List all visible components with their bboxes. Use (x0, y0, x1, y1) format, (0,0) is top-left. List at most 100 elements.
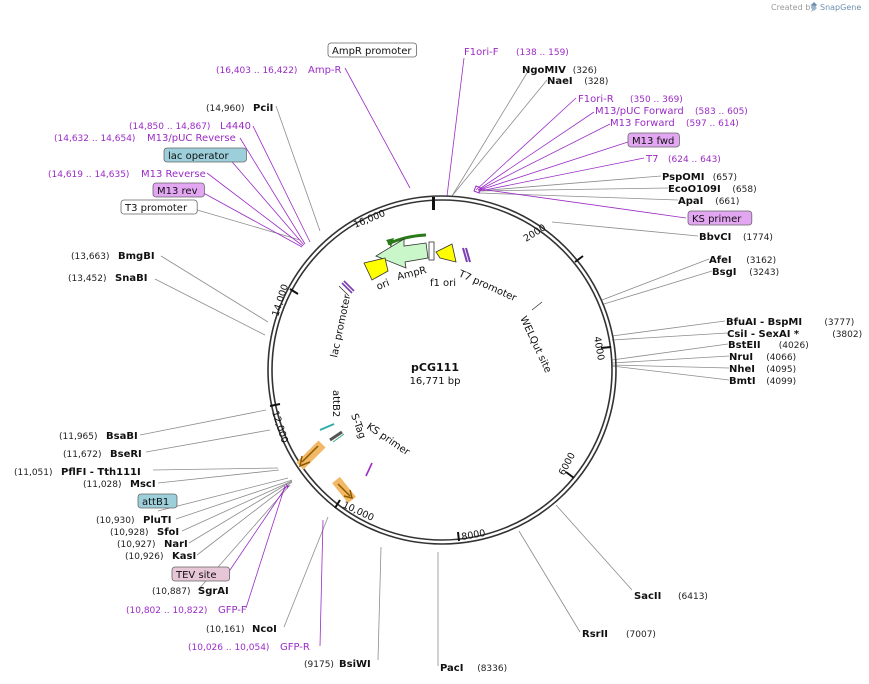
label-sfoi: SfoI(10,928) (110, 527, 179, 538)
tick-6000: 6000 (557, 451, 578, 478)
label-l4440: L4440 (14,850 .. 14,867) (129, 121, 251, 132)
bsabi-name: BsaBI (106, 431, 138, 442)
label-msci: MscI(11,028) (83, 479, 156, 490)
plasmid-size: 16,771 bp (410, 376, 461, 387)
label-gfp-r: GFP-R (10,026 .. 10,054) (188, 642, 310, 653)
label-bfuai: BfuAI - BspMI (3777) (726, 317, 854, 328)
label-t3-promoter: T3 promoter (120, 199, 198, 215)
attb1-name: attB1 (142, 497, 169, 508)
label-nael: NaeI(328) (547, 76, 608, 87)
bsteii-position: (4026) (779, 341, 809, 351)
label-rsrii: RsrII (7007) (582, 629, 656, 640)
label-bsabi: BsaBI (11,965) (59, 431, 138, 442)
label-amp-r: Amp-R (16,403 .. 16,422) (216, 65, 342, 76)
label-nrui: NruI(4066) (729, 352, 796, 363)
nrui-name: NruI (729, 352, 753, 363)
bmgbi-position: (13,663) (71, 252, 110, 262)
bfuai-position: (3777) (824, 318, 854, 328)
csii-name: CsiI - SexAI * (727, 329, 800, 340)
m13-forward-name: M13 Forward (610, 118, 675, 129)
csii-position: (3802) (832, 330, 862, 340)
amp-r-position: (16,403 .. 16,422) (216, 66, 297, 76)
t3-promoter-box (120, 199, 198, 215)
label-bsgi: BsgI(3243) (712, 267, 779, 278)
m13-rev-name: M13 rev (157, 186, 198, 197)
label-bsiwi: BsiWI(9175) (304, 659, 371, 670)
leader-ngomiv (451, 67, 531, 197)
label-sgrai: SgrAI(10,887) (152, 586, 229, 597)
label-f1ori-f: F1ori-F (138 .. 159) (464, 47, 569, 58)
label-t7-promoter: T7 promoter (456, 268, 519, 304)
bseri-position: (11,672) (63, 450, 102, 460)
bsabi-position: (11,965) (59, 432, 98, 442)
pspomi-position: (657) (713, 173, 737, 183)
tick-4000: 4000 (591, 336, 606, 362)
label-paci: PacI(8336) (440, 663, 507, 674)
label-m13-puc-reverse: M13/pUC Reverse(14,632 .. 14,654) (54, 133, 236, 144)
bmti-name: BmtI (729, 376, 756, 387)
pflfi-position: (11,051) (14, 468, 53, 478)
ori-arrow (363, 257, 389, 281)
ngomiv-position: (326) (573, 66, 597, 76)
kasi-position: (10,926) (125, 552, 164, 562)
label-pflfi: PflFI - Tth111I (11,051) (14, 467, 141, 478)
bsgi-position: (3243) (749, 268, 779, 278)
bsiwi-position: (9175) (304, 660, 334, 670)
ruler-ticks (269, 198, 612, 542)
ampr-promoter-box (327, 42, 417, 58)
pflfi-name: PflFI - Tth111I (61, 467, 141, 478)
snabi-name: SnaBI (115, 273, 147, 284)
rsrii-position: (7007) (626, 630, 656, 640)
ncoi-position: (10,161) (206, 625, 245, 635)
label-lac-promoter: lac promoter (329, 293, 353, 359)
apai-position: (661) (715, 197, 739, 207)
m13-fwd-name: M13 fwd (632, 136, 674, 147)
lac-operator-box (163, 147, 247, 163)
nari-position: (10,927) (117, 540, 156, 550)
label-eco0109i: EcoO109I(658) (668, 184, 757, 195)
l4440-position: (14,850 .. 14,867) (129, 122, 210, 132)
label-pluti: PluTI(10,930) (96, 515, 171, 526)
bfuai-name: BfuAI - BspMI (726, 317, 802, 328)
ks-primer-name: KS primer (692, 214, 742, 225)
ampr-promoter-name: AmpR promoter (332, 46, 412, 57)
tev-site-box (171, 566, 230, 582)
nael-name: NaeI (547, 76, 573, 87)
rsrii-name: RsrII (582, 629, 608, 640)
f1ori-f-position: (138 .. 159) (516, 48, 569, 58)
m13-fwd-box (627, 132, 680, 148)
afei-name: AfeI (709, 255, 732, 266)
eco0109i-position: (658) (732, 185, 756, 195)
amp-r-name: Amp-R (308, 65, 342, 76)
t7-position: (624 .. 643) (668, 155, 721, 165)
f1ori-f-name: F1ori-F (464, 47, 499, 58)
label-ampr: AmpR (396, 265, 428, 283)
bmti-position: (4099) (766, 377, 796, 387)
leader-apai (478, 192, 679, 201)
credit-prefix: Created by (771, 3, 815, 12)
pcii-name: PciI (253, 103, 273, 114)
tick-14000: 14,000 (270, 283, 291, 318)
ks-primer-box (687, 210, 753, 226)
bseri-name: BseRI (110, 449, 142, 460)
nari-name: NarI (164, 539, 188, 550)
tick-12000: 12,000 (269, 410, 290, 445)
label-attb2: attB2 (330, 390, 341, 417)
sgrai-name: SgrAI (198, 586, 229, 597)
leader-amp-r (344, 67, 411, 189)
bbvci-position: (1774) (743, 233, 773, 243)
sfoi-position: (10,928) (110, 528, 149, 538)
gfp-r-name: GFP-R (280, 642, 310, 653)
l4440-name: L4440 (220, 121, 251, 132)
sacii-position: (6413) (678, 592, 708, 602)
f1ori-r-position: (350 .. 369) (630, 95, 683, 105)
ruler-tick-labels: 2000 4000 6000 8000 10,000 12,000 14,000… (269, 208, 606, 543)
f1ori-r-name: F1ori-R (578, 94, 614, 105)
afei-position: (3162) (746, 256, 776, 266)
gfp-r-position: (10,026 .. 10,054) (188, 643, 269, 653)
label-ngomiv: NgoMIV(326) (522, 65, 597, 76)
m13-puc-reverse-position: (14,632 .. 14,654) (54, 134, 135, 144)
label-f1ori-r: F1ori-R (350 .. 369) (578, 94, 683, 105)
apai-name: ApaI (678, 196, 703, 207)
